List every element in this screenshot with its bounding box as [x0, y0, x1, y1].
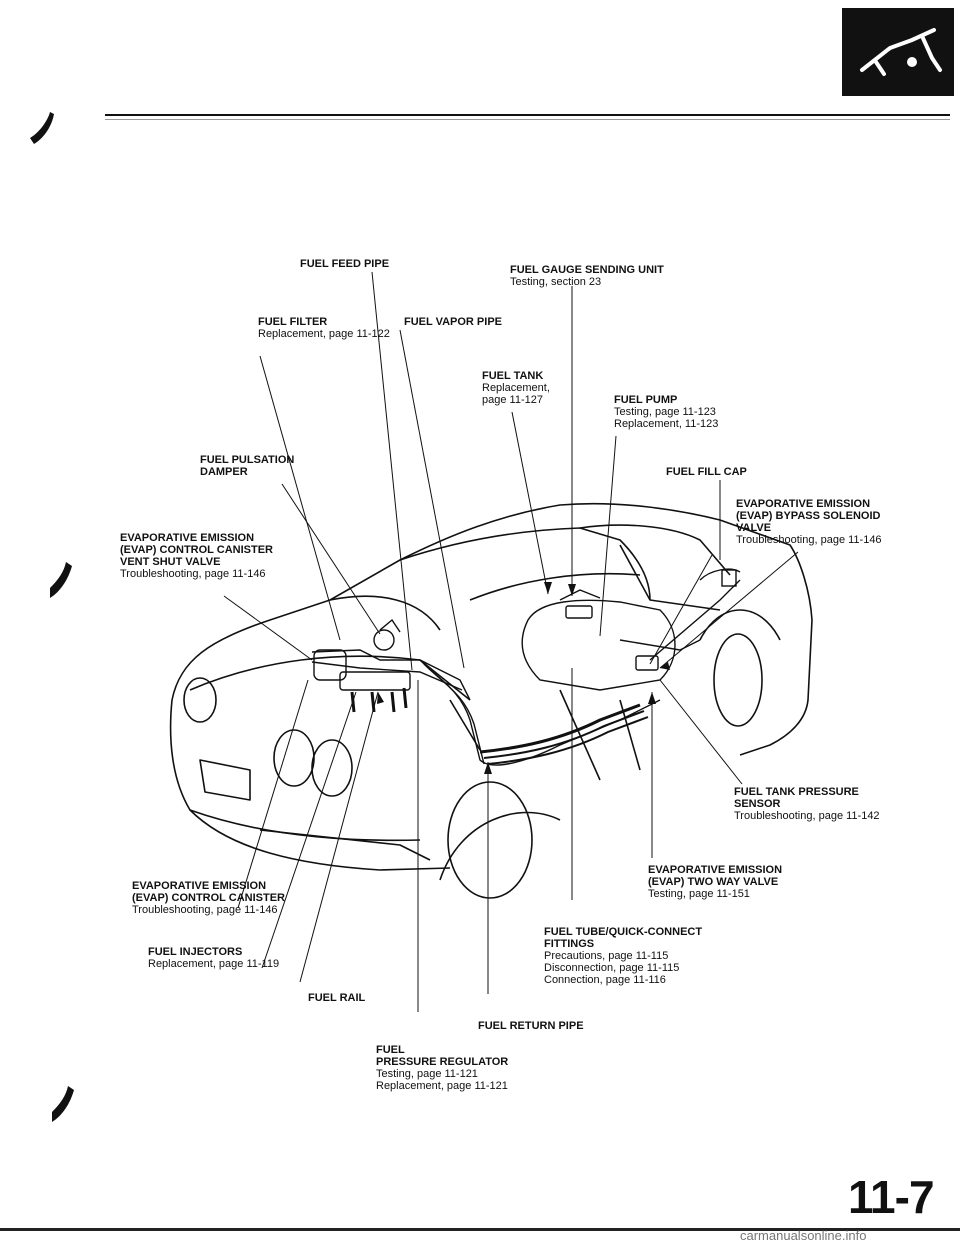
label-fuel-pressure-regulator: FUEL PRESSURE REGULATOR Testing, page 11…	[376, 1044, 509, 1092]
label-evap-vent-shut-valve: EVAPORATIVE EMISSION (EVAP) CONTROL CANI…	[120, 532, 273, 580]
label-fuel-return-pipe: FUEL RETURN PIPE	[478, 1020, 584, 1032]
label-fuel-feed-pipe: FUEL FEED PIPE	[300, 258, 390, 270]
label-fuel-fill-cap: FUEL FILL CAP	[666, 466, 747, 478]
label-fuel-filter: FUEL FILTER Replacement, page 11-122	[258, 316, 390, 340]
label-fuel-rail: FUEL RAIL	[308, 992, 366, 1004]
label-evap-bypass-solenoid-valve: EVAPORATIVE EMISSION (EVAP) BYPASS SOLEN…	[736, 498, 882, 546]
label-evap-two-way-valve: EVAPORATIVE EMISSION (EVAP) TWO WAY VALV…	[648, 864, 783, 900]
label-fuel-vapor-pipe: FUEL VAPOR PIPE	[404, 316, 503, 328]
footer-rule	[0, 1228, 960, 1231]
header-rule	[105, 114, 950, 116]
label-fuel-injectors: FUEL INJECTORS Replacement, page 11-119	[148, 946, 280, 970]
label-evap-control-canister: EVAPORATIVE EMISSION (EVAP) CONTROL CANI…	[132, 880, 285, 916]
label-fuel-pump: FUEL PUMP Testing, page 11-123 Replaceme…	[614, 394, 719, 430]
page-number: 11-7	[848, 1171, 935, 1223]
watermark: carmanualsonline.info	[740, 1228, 867, 1243]
header-rule-thin	[105, 119, 950, 120]
fuel-system-section-icon	[842, 8, 954, 96]
label-fuel-pulsation-damper: FUEL PULSATION DAMPER	[200, 454, 295, 478]
label-fuel-tube-quick-connect-fittings: FUEL TUBE/QUICK-CONNECT FITTINGS Precaut…	[544, 926, 703, 986]
label-fuel-tank: FUEL TANK Replacement, page 11-127	[482, 370, 550, 406]
label-fuel-gauge-sending-unit: FUEL GAUGE SENDING UNIT Testing, section…	[510, 264, 664, 288]
label-fuel-tank-pressure-sensor: FUEL TANK PRESSURE SENSOR Troubleshootin…	[734, 786, 880, 822]
